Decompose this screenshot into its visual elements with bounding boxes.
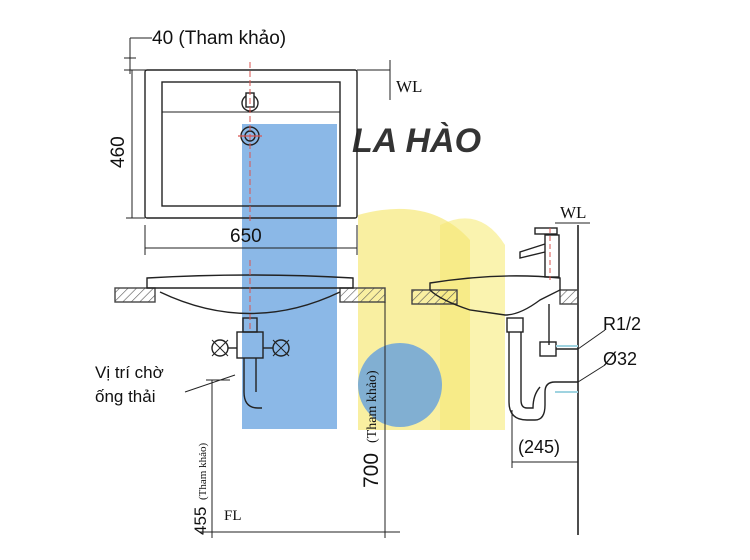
dim-700-ref: (Tham khảo): [365, 370, 380, 443]
watermark-text: LA HÀO: [352, 122, 481, 160]
basin-side-profile: [429, 275, 561, 316]
front-view: [114, 260, 400, 538]
dim-455-label: 455: [191, 507, 210, 535]
fl-label: FL: [224, 508, 242, 524]
counter-right: [339, 287, 386, 303]
basin-rim: [146, 274, 354, 289]
dim-460-label: 460: [108, 136, 129, 168]
dim-650-label: 650: [230, 226, 262, 247]
drain-label-line2: ống thải: [95, 387, 156, 406]
watermark-logo: LA HÀO: [242, 122, 505, 430]
side-counter-right: [559, 289, 579, 305]
counter-left: [114, 287, 156, 303]
basin-top-inner: [161, 81, 341, 207]
dim-top-label: 40 (Tham khảo): [152, 28, 286, 49]
drain-trap: [236, 331, 264, 359]
p-trap: [508, 332, 578, 421]
watermark-blue-circle: [358, 343, 442, 427]
faucet-spout: [519, 243, 546, 259]
dim-700-label: 700: [360, 453, 383, 488]
drain-label-line1: Vị trí chờ: [95, 363, 164, 382]
r12-label: R1/2: [603, 314, 641, 334]
wl-top-label: WL: [396, 77, 422, 96]
side-view: [411, 222, 606, 535]
basin-top-outer: [144, 69, 358, 219]
d32-label: Ø32: [603, 349, 637, 369]
faucet-body: [544, 234, 560, 278]
dim-245-label: (245): [518, 437, 560, 457]
dim-455-ref: (Tham khảo): [197, 443, 209, 500]
angle-valve: [539, 341, 557, 357]
basin-bowl: [159, 291, 341, 315]
top-view: [124, 37, 391, 255]
wl-side-label: WL: [560, 203, 586, 222]
